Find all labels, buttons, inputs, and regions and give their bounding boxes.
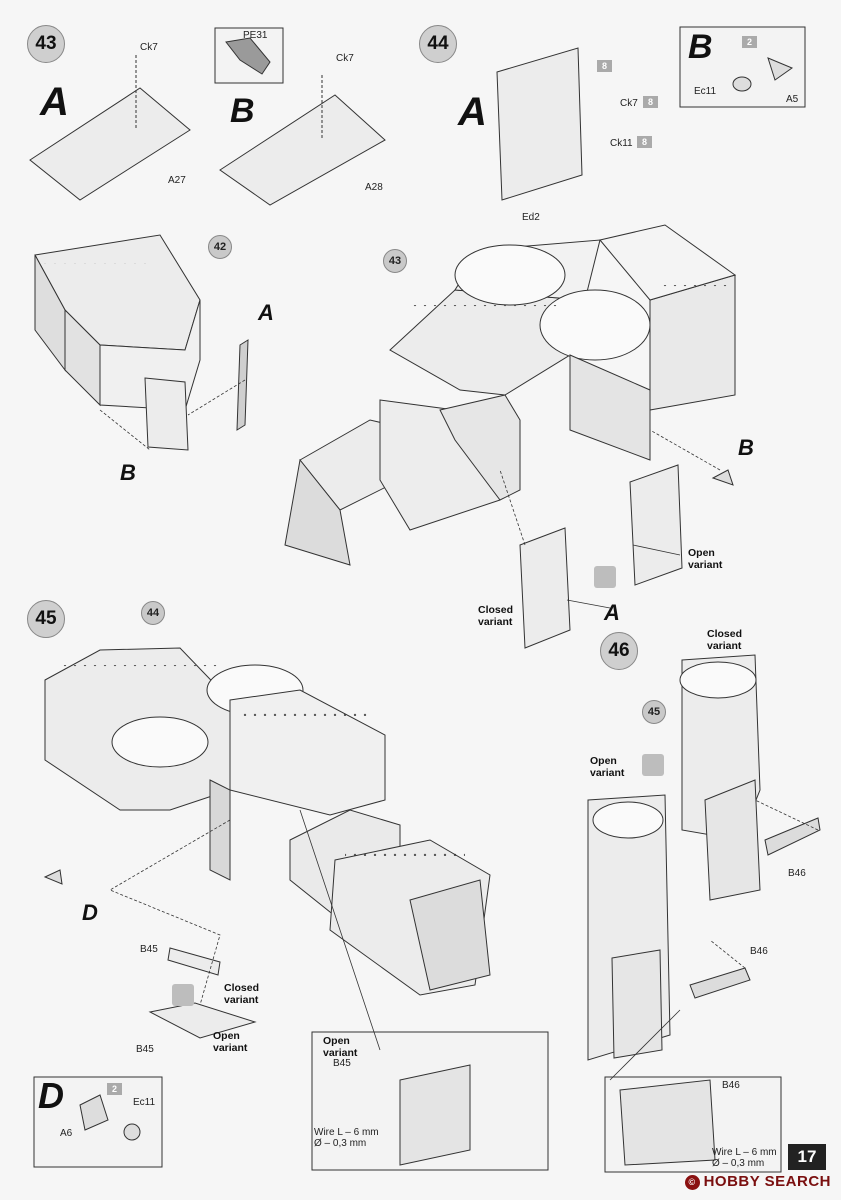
page-number: 17 <box>788 1144 826 1170</box>
step-43-badge: 43 <box>27 25 65 63</box>
callout-44: 44 <box>141 601 165 625</box>
qty-8-ck11: 8 <box>637 136 652 148</box>
label-closed-variant-45: Closed variant <box>224 982 259 1006</box>
callout-43: 43 <box>383 249 407 273</box>
letter-d-box: D <box>38 1075 64 1116</box>
label-variant-word: variant <box>224 994 259 1006</box>
qty-8-ck7: 8 <box>643 96 658 108</box>
label-closed-variant-46: Closed variant <box>707 628 742 652</box>
letter-b-step44-box: B <box>688 28 713 66</box>
part-a27: A27 <box>168 175 186 186</box>
label-variant-word: variant <box>590 767 625 779</box>
step-44-badge: 44 <box>419 25 457 63</box>
wire-diameter: Ø – 0,3 mm <box>314 1138 367 1149</box>
part-pe31: PE31 <box>243 30 268 41</box>
qty-2-box-d: 2 <box>107 1083 122 1095</box>
label-open-variant-45: Open variant <box>213 1030 247 1054</box>
part-ck11: Ck11 <box>610 138 633 149</box>
label-variant-word: variant <box>213 1042 248 1054</box>
callout-42: 42 <box>208 235 232 259</box>
label-variant-word: variant <box>478 616 513 628</box>
label-open-variant-45-detail: Open variant <box>323 1035 357 1059</box>
label-open-word: Open <box>323 1035 350 1047</box>
letter-b-hull42: B <box>120 460 136 485</box>
wire-diameter: Ø – 0,3 mm <box>712 1158 765 1169</box>
letter-a-step43: A <box>40 80 69 124</box>
wire-note-45: Wire L – 6 mm Ø – 0,3 mm <box>314 1127 379 1149</box>
label-closed-word: Closed <box>224 982 260 994</box>
part-ck7-step44: Ck7 <box>620 98 638 109</box>
wire-note-46: Wire L – 6 mm Ø – 0,3 mm <box>712 1147 777 1169</box>
label-open-word: Open <box>213 1030 240 1042</box>
watermark-mark-icon: © <box>684 1174 700 1190</box>
part-ed2: Ed2 <box>522 212 540 223</box>
part-b46-upper: B46 <box>788 868 806 879</box>
label-closed-word: Closed <box>478 604 514 616</box>
label-open-word: Open <box>590 755 617 767</box>
label-variant-word: variant <box>688 559 723 571</box>
letter-a-hull44: A <box>604 600 620 625</box>
label-open-word: Open <box>688 547 715 559</box>
qty-8-ed2: 8 <box>597 60 612 72</box>
label-variant-word: variant <box>323 1047 358 1059</box>
part-a28: A28 <box>365 182 383 193</box>
part-a6: A6 <box>60 1128 73 1139</box>
variant-toggle-icon-45 <box>172 984 194 1006</box>
part-b46-lower: B46 <box>750 946 768 957</box>
part-ec11-box-d: Ec11 <box>133 1097 156 1108</box>
variant-toggle-icon-46 <box>642 754 664 776</box>
letter-b-hull44: B <box>738 435 754 460</box>
part-b45-open: B45 <box>136 1044 154 1055</box>
part-b45-closed: B45 <box>140 944 158 955</box>
part-b45-detail: B45 <box>333 1058 351 1069</box>
wire-length: Wire L – 6 mm <box>314 1127 379 1138</box>
letter-d-step45: D <box>82 900 98 925</box>
variant-toggle-icon-44 <box>594 566 616 588</box>
wire-length: Wire L – 6 mm <box>712 1147 777 1158</box>
qty-2-step44b: 2 <box>742 36 757 48</box>
label-open-variant-44: Open variant <box>688 547 722 571</box>
step-46-badge: 46 <box>600 632 638 670</box>
part-ck7-step43a: Ck7 <box>140 42 158 53</box>
watermark-text: HOBBY SEARCH <box>703 1173 831 1190</box>
part-a5: A5 <box>786 94 799 105</box>
watermark-logo: ©HOBBY SEARCH <box>684 1173 831 1190</box>
letter-a-hull42: A <box>258 300 274 325</box>
label-open-variant-46: Open variant <box>590 755 624 779</box>
callout-45: 45 <box>642 700 666 724</box>
part-b46-detail: B46 <box>722 1080 740 1091</box>
letter-b-step43: B <box>230 92 255 130</box>
step-45-badge: 45 <box>27 600 65 638</box>
label-closed-word: Closed <box>707 628 743 640</box>
part-ec11-step44: Ec11 <box>694 86 717 97</box>
part-ck7-step43b: Ck7 <box>336 53 354 64</box>
label-closed-variant-44: Closed variant <box>478 604 513 628</box>
label-variant-word: variant <box>707 640 742 652</box>
letter-a-step44: A <box>458 90 487 134</box>
